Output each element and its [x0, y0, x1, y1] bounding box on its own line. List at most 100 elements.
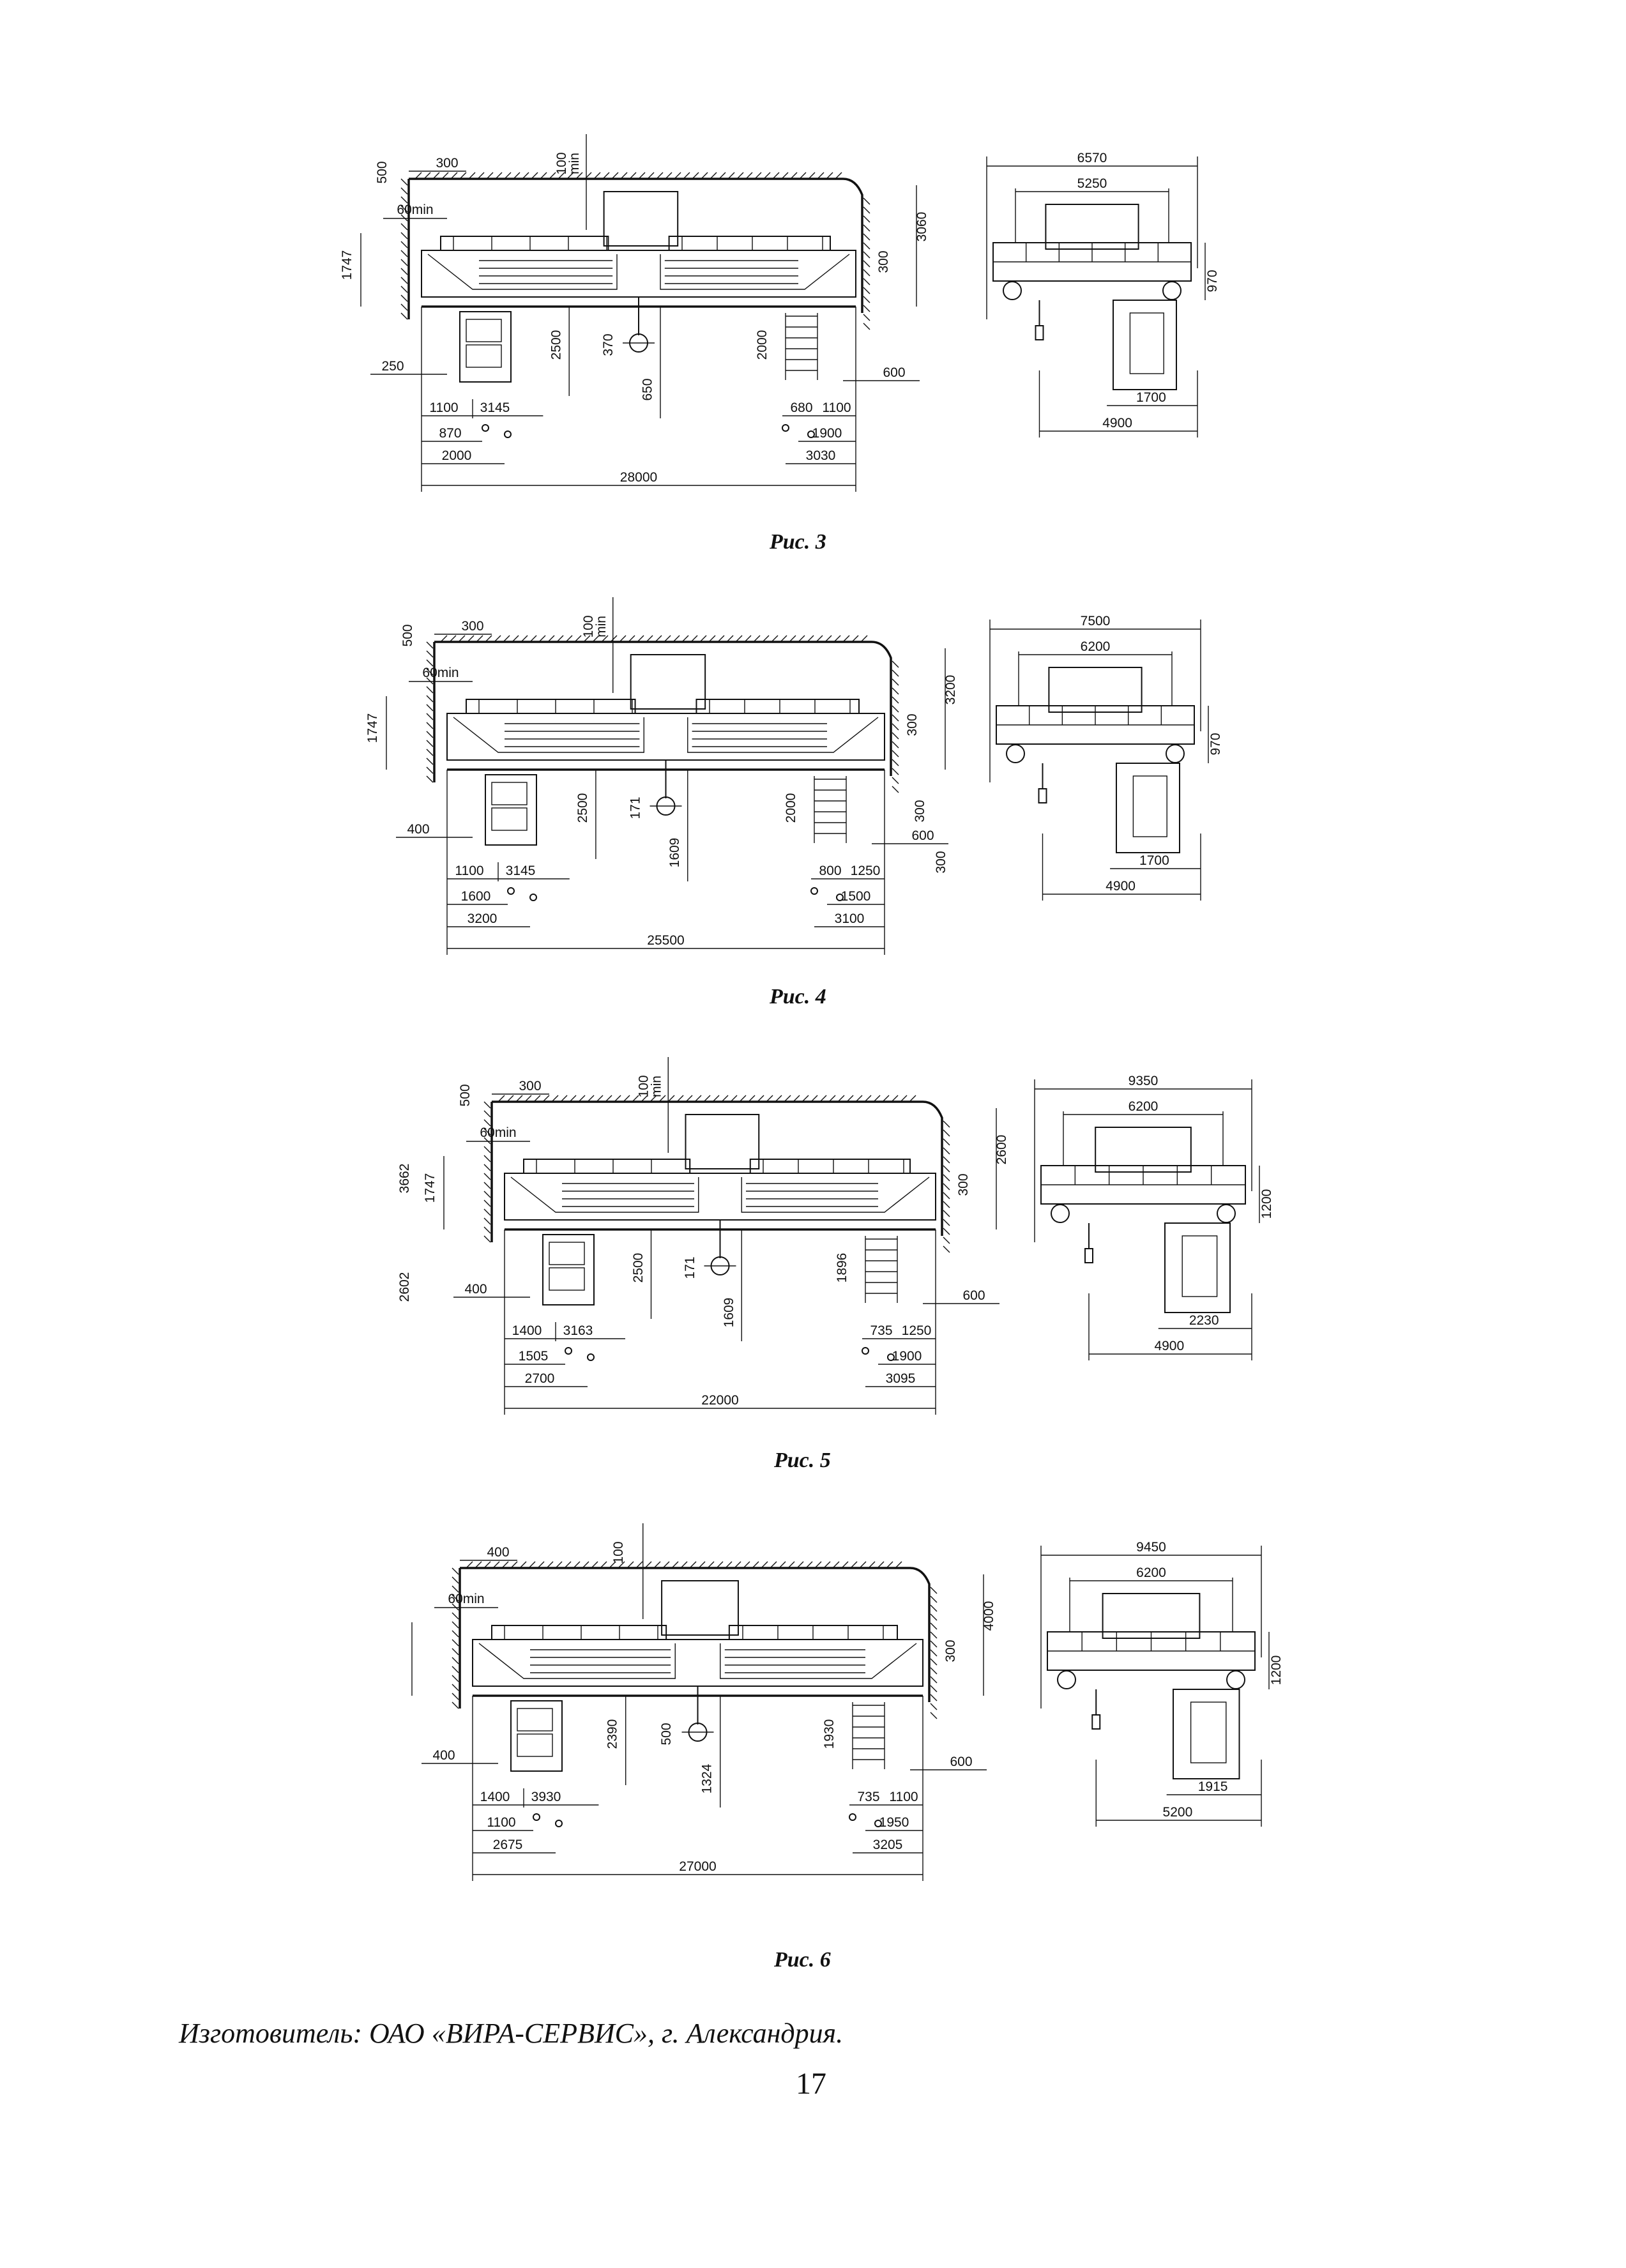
- side-gap-label: 60min: [448, 1592, 484, 1606]
- wall-hatch: [400, 241, 408, 248]
- wall-hatch: [452, 1567, 459, 1575]
- total-height-label: 3662: [397, 1164, 412, 1194]
- wall-hatch: [483, 1226, 491, 1234]
- wall-hatch: [863, 215, 870, 223]
- wall-hatch: [614, 1095, 621, 1102]
- wall-hatch: [556, 635, 564, 643]
- wall-hatch: [426, 775, 434, 783]
- wheel-left: [1051, 1204, 1070, 1223]
- left-gap-label: 300: [461, 619, 483, 634]
- left-gap-label: 300: [436, 156, 458, 171]
- wall-hatch: [873, 1095, 881, 1102]
- wall-hatch: [725, 1561, 733, 1569]
- girder-left: [510, 1176, 699, 1213]
- wall-hatch: [828, 1095, 836, 1102]
- beam-height-label: 1747: [423, 1173, 437, 1203]
- top-gap-label: 100: [554, 152, 569, 174]
- wall-hatch: [892, 723, 899, 731]
- bottom-right-2: 1100: [889, 1790, 918, 1804]
- wall-hatch: [426, 704, 434, 712]
- wall-hatch: [483, 1217, 491, 1225]
- side-overall-label: 7500: [1081, 614, 1111, 628]
- side-base1-label: 1915: [1198, 1779, 1228, 1794]
- bottom-right-3: 1900: [812, 426, 842, 441]
- wall-hatch: [819, 1095, 827, 1102]
- side-inner-label: 6200: [1081, 639, 1111, 654]
- top-clearance-label: 500: [375, 161, 390, 183]
- wall-hatch: [892, 687, 899, 695]
- wall-hatch: [483, 1199, 491, 1207]
- trolley: [630, 654, 706, 710]
- side-base2-label: 4900: [1154, 1339, 1184, 1353]
- bottom-right-4: 3095: [886, 1371, 916, 1386]
- wall-hatch: [753, 635, 761, 643]
- girder-left: [427, 254, 618, 290]
- side-height-label: 1200: [1269, 1655, 1284, 1686]
- wall-hatch: [930, 1676, 938, 1684]
- wall-hatch: [892, 705, 899, 713]
- wall-hatch: [780, 635, 787, 643]
- wall-hatch: [930, 1604, 938, 1612]
- wall-hatch: [863, 314, 870, 321]
- wall-hatch: [837, 1095, 845, 1102]
- side-hook: [1035, 325, 1044, 340]
- wall-hatch: [426, 740, 434, 747]
- right-height-label: 3200: [943, 675, 958, 705]
- wall-hatch: [779, 1561, 786, 1569]
- side-cabin: [1164, 1222, 1231, 1313]
- top-gap-label: 100: [611, 1541, 626, 1564]
- wall-hatch: [605, 1095, 612, 1102]
- wall-hatch: [426, 757, 434, 765]
- wall-hatch: [930, 1658, 938, 1666]
- wall-hatch: [712, 1095, 720, 1102]
- top-gap-unit-label: min: [594, 616, 609, 637]
- wall-hatch: [476, 635, 483, 643]
- wall-hatch: [943, 1228, 950, 1235]
- wall-hatch: [781, 172, 789, 179]
- wall-hatch: [483, 1110, 491, 1118]
- side-base2-label: 4900: [1102, 416, 1132, 430]
- figure-5-caption: Рис. 5: [774, 1449, 831, 1472]
- right-height-label: 4000: [982, 1601, 996, 1631]
- wall-hatch: [400, 223, 408, 231]
- right-side-label: 600: [883, 365, 905, 380]
- wall-hatch: [752, 1561, 759, 1569]
- left-under-label: 400: [407, 822, 429, 837]
- wall-hatch: [452, 1666, 459, 1673]
- wheel-left: [1003, 281, 1022, 300]
- wall-hatch: [823, 1561, 831, 1569]
- wall-hatch: [483, 1146, 491, 1153]
- wall-hatch: [745, 172, 753, 179]
- wall-hatch: [863, 251, 870, 259]
- left-under-label: 400: [432, 1748, 455, 1763]
- wall-hatch: [426, 668, 434, 676]
- wall-hatch: [665, 172, 672, 179]
- side-cabin-window: [1132, 775, 1167, 837]
- bottom-left-1: 1400: [480, 1790, 510, 1804]
- wall-hatch: [943, 1156, 950, 1164]
- wall-hatch: [494, 635, 501, 643]
- wall-hatch: [414, 172, 422, 179]
- wall-hatch: [656, 172, 664, 179]
- wall-hatch: [426, 641, 434, 649]
- wall-hatch: [790, 172, 798, 179]
- wall-hatch: [793, 1095, 800, 1102]
- wall-hatch: [609, 1561, 616, 1569]
- wall-hatch: [895, 1561, 902, 1569]
- girder-top-left: [491, 1625, 667, 1640]
- hook-low-label: 2500: [631, 1253, 646, 1283]
- marker-icon: [810, 887, 818, 895]
- wall-hatch: [512, 635, 519, 643]
- cabin-window: [466, 319, 502, 342]
- wall-hatch: [730, 1095, 738, 1102]
- span-label: 25500: [647, 933, 684, 948]
- wheel-right: [1226, 1670, 1245, 1689]
- wall-hatch: [930, 1613, 938, 1621]
- bottom-left-1: 1100: [429, 400, 458, 415]
- wall-hatch: [943, 1245, 950, 1253]
- wall-hatch: [449, 635, 457, 643]
- wall-hatch: [483, 1182, 491, 1189]
- left-gap-label: 400: [487, 1545, 509, 1560]
